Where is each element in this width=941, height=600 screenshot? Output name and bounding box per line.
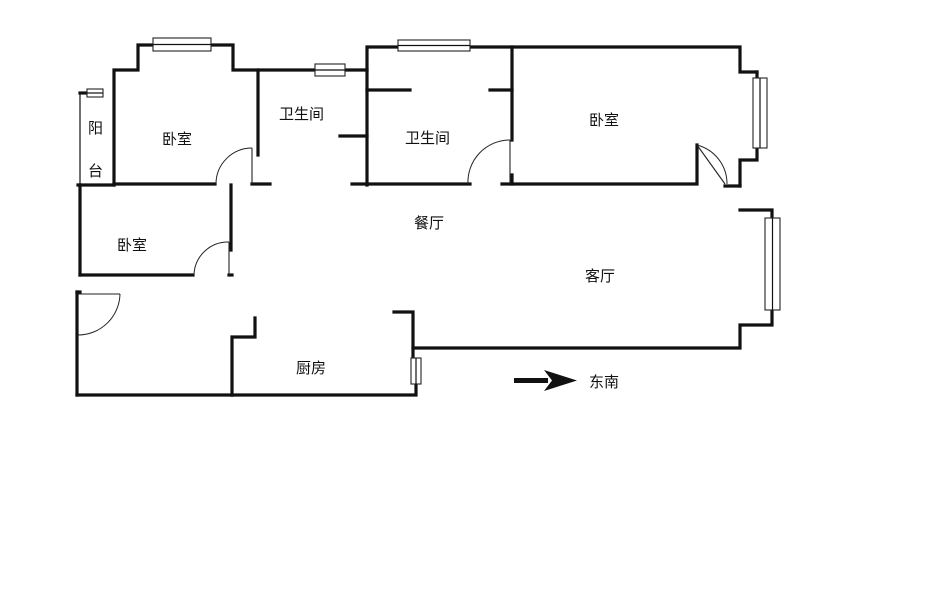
label-bedroom-master: 卧室 bbox=[589, 111, 619, 129]
right-arrow-icon bbox=[514, 370, 577, 391]
wall-top-right bbox=[365, 45, 759, 187]
label-bedroom-north: 卧室 bbox=[162, 130, 192, 148]
wall-kitchen-right bbox=[392, 310, 415, 360]
doors bbox=[77, 139, 728, 336]
wall-kitchen-left bbox=[230, 316, 257, 397]
label-dining: 餐厅 bbox=[414, 214, 444, 232]
wall-north-bedroom bbox=[112, 43, 260, 187]
label-balcony-1: 阳 bbox=[88, 119, 103, 137]
door-master-bedroom bbox=[696, 144, 728, 185]
door-north-bedroom bbox=[215, 147, 253, 185]
label-kitchen: 厨房 bbox=[296, 359, 326, 377]
label-living: 客厅 bbox=[585, 267, 615, 285]
label-bedroom-west: 卧室 bbox=[117, 236, 147, 254]
label-bathroom-left: 卫生间 bbox=[279, 105, 324, 123]
door-west-bedroom bbox=[193, 241, 230, 276]
orientation-indicator: 东南 bbox=[514, 370, 619, 391]
door-right-bathroom bbox=[467, 139, 511, 185]
door-entry bbox=[77, 293, 121, 336]
room-labels: 阳 台 卧室 卫生间 卫生间 卧室 餐厅 卧室 客厅 厨房 bbox=[88, 105, 619, 377]
wall-kitchen-bottom bbox=[230, 383, 418, 397]
wall-master-bottom bbox=[510, 143, 699, 186]
label-bathroom-right: 卫生间 bbox=[405, 129, 450, 147]
direction-label: 东南 bbox=[589, 373, 619, 391]
wall-east-step bbox=[411, 208, 774, 350]
windows bbox=[86, 37, 781, 385]
label-balcony-2: 台 bbox=[88, 162, 103, 180]
